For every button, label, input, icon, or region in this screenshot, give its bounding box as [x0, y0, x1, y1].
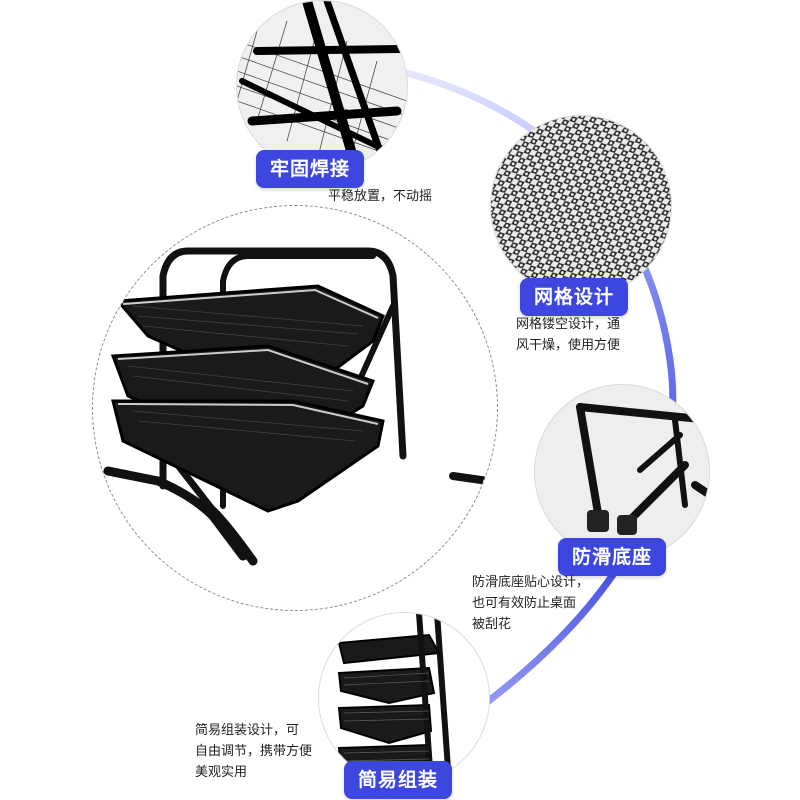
- mesh-texture-icon: [491, 116, 671, 296]
- assembly-closeup-image: [318, 612, 490, 784]
- base-closeup-image: [534, 384, 710, 560]
- document-tray-icon: [103, 247, 492, 566]
- welding-closeup-image: [236, 0, 408, 172]
- feature-desc-base: 防滑底座贴心设计， 也可有效防止桌面 被刮花: [472, 575, 590, 632]
- stacked-trays-icon: [319, 613, 489, 783]
- mesh-closeup-image: [490, 115, 672, 297]
- feature-desc-assembly: 简易组装设计，可 自由调节，携带方便 美观实用: [195, 723, 313, 780]
- anti-slip-foot-icon: [535, 385, 709, 559]
- feature-desc-welding: 平稳放置，不动摇: [328, 189, 433, 204]
- feature-badge-base: 防滑底座: [558, 538, 667, 576]
- feature-badge-welding: 牢固焊接: [256, 150, 365, 188]
- welded-frame-icon: [237, 1, 407, 171]
- feature-badge-mesh: 网格设计: [520, 278, 629, 316]
- feature-desc-mesh: 网格镂空设计，通 风干燥，使用方便: [516, 317, 621, 353]
- feature-badge-assembly: 简易组装: [344, 761, 453, 799]
- main-product-image: [92, 205, 498, 611]
